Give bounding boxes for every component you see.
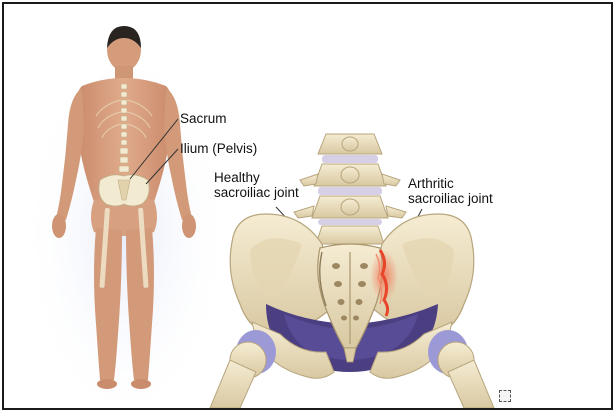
anatomy-illustration xyxy=(4,4,611,408)
expand-icon[interactable] xyxy=(499,390,511,402)
label-arthritic-line1: Arthritic xyxy=(408,176,493,191)
label-healthy-line1: Healthy xyxy=(214,170,299,185)
body-figure xyxy=(21,26,231,408)
label-arthritic-line2: sacroiliac joint xyxy=(408,191,493,206)
label-healthy-sacroiliac-joint: Healthy sacroiliac joint xyxy=(214,170,299,200)
label-healthy-line2: sacroiliac joint xyxy=(214,185,299,200)
label-arthritic-sacroiliac-joint: Arthritic sacroiliac joint xyxy=(408,176,493,206)
label-sacrum: Sacrum xyxy=(180,111,227,126)
label-ilium: Ilium (Pelvis) xyxy=(180,141,257,156)
